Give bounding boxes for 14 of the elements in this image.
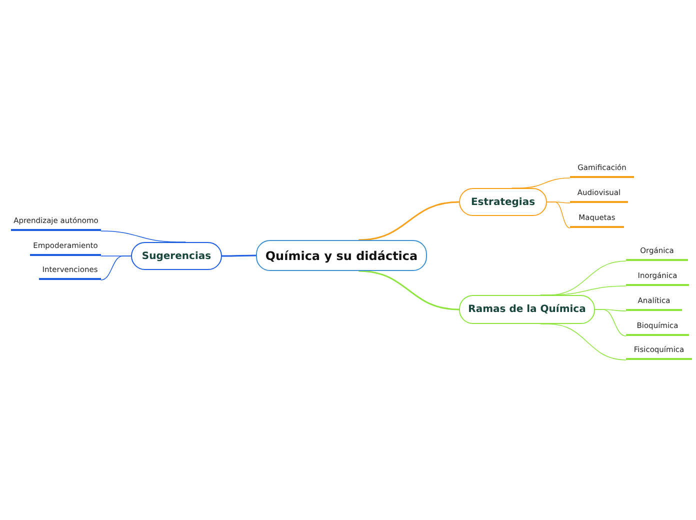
connector-line: [100, 230, 186, 242]
branch-topic-box: Sugerencias: [131, 242, 222, 270]
connector-line: [540, 324, 626, 360]
branch-topic-box: Ramas de la Química: [459, 295, 595, 324]
central-topic-box: Química y su didáctica: [256, 240, 427, 271]
connector-line: [358, 201, 460, 241]
connector-line: [546, 202, 570, 228]
connector-line: [358, 270, 460, 310]
connector-line: [100, 256, 132, 280]
connector-line: [540, 286, 626, 296]
branch-topic-box: Estrategias: [459, 188, 547, 216]
connector-line: [594, 309, 626, 336]
connector-line: [511, 178, 570, 188]
connector-line: [222, 254, 256, 257]
